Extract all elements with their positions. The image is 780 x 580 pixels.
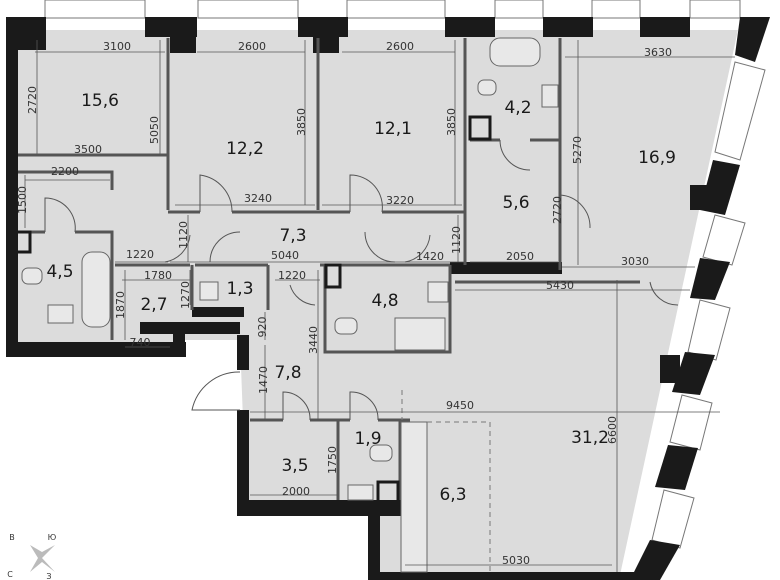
sink-icon [347, 484, 374, 501]
room-bathroom-1-area: 4,2 [504, 98, 531, 118]
room-living-area: 31,2 [571, 428, 609, 448]
sink-icon [47, 304, 74, 324]
dim-label: 1470 [257, 366, 270, 394]
shaft-icon [324, 263, 342, 289]
room-area-labels: 15,6 12,2 12,1 4,2 16,9 5,6 7,3 4,5 2,7 … [46, 91, 675, 505]
dim-label: 3850 [445, 108, 458, 136]
room-bedroom-4-area: 16,9 [638, 148, 676, 168]
shaft-icon [468, 115, 492, 141]
room-bathroom-3-area: 4,8 [371, 291, 398, 311]
dim-label: 2600 [386, 40, 414, 53]
dim-label: 2720 [551, 196, 564, 224]
toilet-icon [477, 79, 497, 96]
shaft-icon [14, 230, 32, 254]
room-kitchen-area: 6,3 [439, 485, 466, 505]
dim-label: 1750 [326, 446, 339, 474]
dim-label: 3240 [244, 192, 272, 205]
dim-label: 1420 [416, 250, 444, 263]
outer-walls [6, 17, 770, 580]
room-bedroom-2-area: 12,2 [226, 139, 264, 159]
room-storage-area: 3,5 [281, 456, 308, 476]
dim-label: 1120 [177, 221, 190, 249]
dim-label: 6600 [606, 416, 619, 444]
compass-west: З [46, 572, 51, 580]
dim-label: 3440 [307, 326, 320, 354]
dim-label: 1500 [16, 186, 29, 214]
compass-north: С [7, 570, 13, 579]
windows [44, 0, 766, 549]
dim-label: 1270 [179, 281, 192, 309]
dim-label: 3220 [386, 194, 414, 207]
room-hall-area: 7,8 [274, 363, 301, 383]
toilet-icon [21, 267, 43, 285]
bathtub-icon [489, 37, 541, 67]
sink-icon [541, 84, 559, 108]
dim-label: 3630 [644, 46, 672, 59]
compass-east: В [9, 533, 15, 542]
doors [44, 139, 679, 421]
dim-label: 3030 [621, 255, 649, 268]
dim-label: 2600 [238, 40, 266, 53]
toilet-icon [369, 444, 393, 462]
kitchen-counter [400, 421, 428, 573]
toilet-icon [334, 317, 358, 335]
dim-label: 2000 [282, 485, 310, 498]
compass-south: Ю [48, 533, 57, 542]
room-bathroom-2-area: 4,5 [46, 262, 73, 282]
dim-label: 3100 [103, 40, 131, 53]
dim-label: 2720 [26, 86, 39, 114]
room-bedroom-3-area: 12,1 [374, 119, 412, 139]
compass-icon: В Ю С З [7, 533, 56, 580]
dim-label: 1870 [114, 291, 127, 319]
dim-label: 3850 [295, 108, 308, 136]
washing-machine-icon [199, 281, 219, 301]
dim-label: 1220 [278, 269, 306, 282]
dim-label: 1780 [144, 269, 172, 282]
fixtures [14, 37, 559, 573]
room-wc-area: 1,9 [354, 429, 381, 449]
dim-label: 1120 [450, 226, 463, 254]
dim-label: 5030 [502, 554, 530, 567]
dim-label: 2200 [51, 165, 79, 178]
dimension-labels: 3100 2600 2600 3630 2720 5050 3850 3850 … [16, 40, 672, 567]
dim-label: 2050 [506, 250, 534, 263]
room-bedroom-1-area: 15,6 [81, 91, 119, 111]
dimension-lines [18, 40, 735, 572]
dim-label: 9450 [446, 399, 474, 412]
bathtub-icon [81, 251, 111, 328]
room-wardrobe-1-area: 5,6 [502, 193, 529, 213]
dim-label: 1220 [126, 248, 154, 261]
floor [18, 30, 738, 575]
dim-label: 5050 [148, 116, 161, 144]
room-corridor-area: 7,3 [279, 226, 306, 246]
dim-label: 740 [130, 336, 151, 349]
dim-label: 3500 [74, 143, 102, 156]
dim-label: 5270 [571, 136, 584, 164]
shower-icon [394, 317, 446, 351]
room-wardrobe-2-area: 2,7 [140, 295, 167, 315]
dim-label: 5430 [546, 279, 574, 292]
room-laundry-area: 1,3 [226, 279, 253, 299]
dim-label: 5040 [271, 249, 299, 262]
sink-icon [427, 281, 449, 303]
shaft-icon [376, 480, 400, 504]
dim-label: 920 [256, 317, 269, 338]
